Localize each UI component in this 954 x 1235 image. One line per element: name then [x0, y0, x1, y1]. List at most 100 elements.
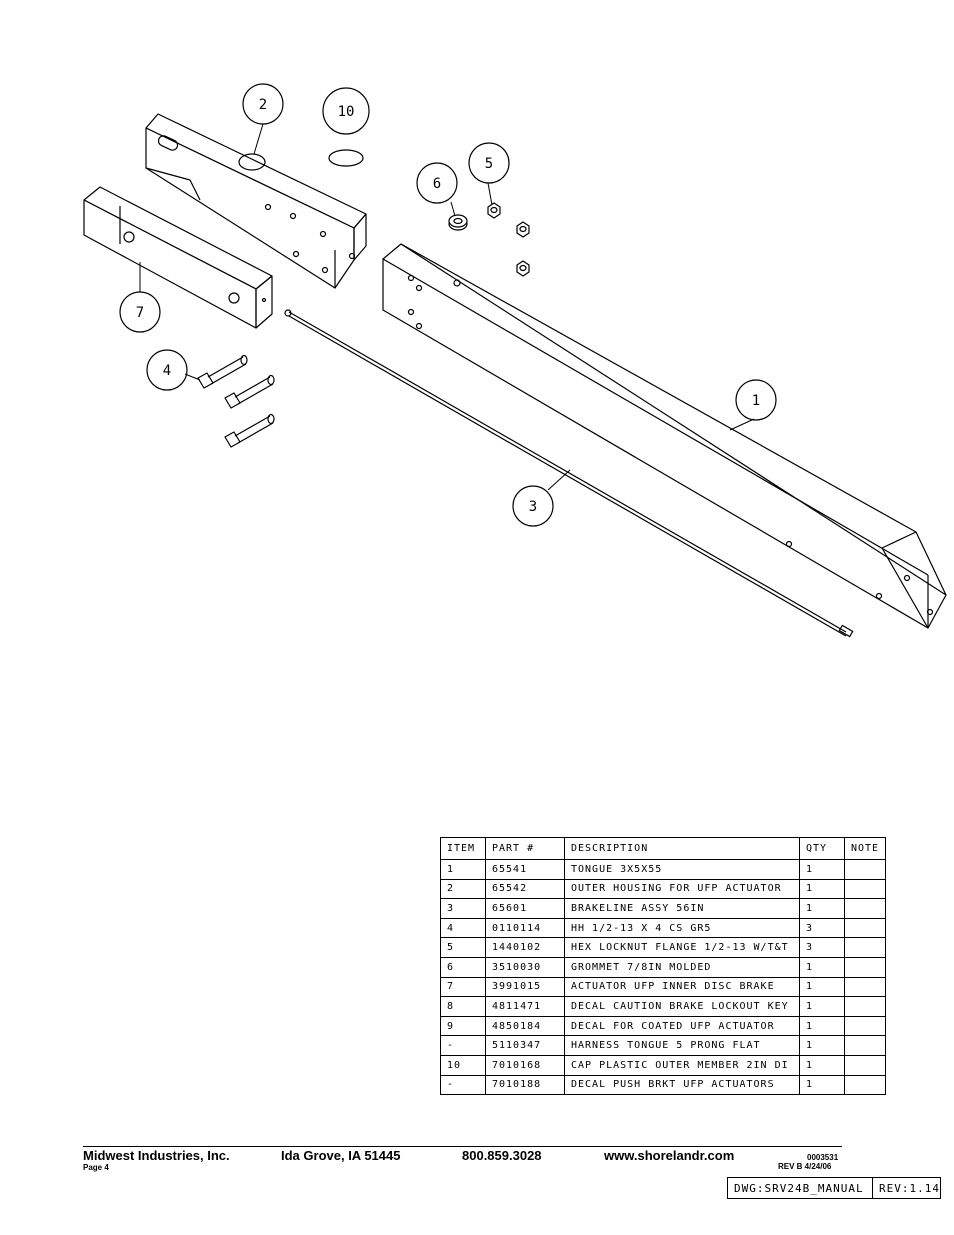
cell-item: 5: [440, 937, 486, 958]
actuator-inner-part: [83, 186, 273, 329]
cell-item: 8: [440, 996, 486, 1017]
footer-phone: 800.859.3028: [462, 1148, 542, 1163]
cell-part: 7010188: [485, 1074, 565, 1096]
cell-description: ACTUATOR UFP INNER DISC BRAKE: [564, 976, 800, 998]
callout-7: [119, 291, 161, 333]
callout-10: [322, 87, 370, 135]
cell-qty: 1: [799, 878, 845, 900]
callout-label: 7: [136, 305, 144, 321]
drawing-revision: REV:1.14: [879, 1181, 940, 1195]
cell-note: [843, 898, 887, 919]
cell-note: [843, 1054, 887, 1076]
grommet-part: [448, 214, 468, 231]
cell-description: TONGUE 3X5X55: [564, 859, 800, 880]
cell-part: 65601: [485, 898, 565, 919]
footer-website: www.shorelandr.com: [604, 1148, 735, 1163]
callout-2: [242, 83, 284, 125]
callout-5: [468, 142, 510, 184]
cell-description: OUTER HOUSING FOR UFP ACTUATOR: [564, 878, 800, 900]
cell-part: 1440102: [485, 937, 565, 958]
cell-note: [843, 937, 887, 958]
footer-page-number: Page 4: [83, 1163, 109, 1172]
cell-item: -: [440, 1035, 486, 1056]
cell-description: HARNESS TONGUE 5 PRONG FLAT: [564, 1035, 800, 1056]
cell-item: 4: [440, 917, 486, 939]
cell-qty: 1: [799, 1015, 845, 1037]
cell-part: 3510030: [485, 956, 565, 978]
drawing-number: DWG:SRV24B_MANUAL: [728, 1178, 874, 1198]
callout-label: 3: [529, 499, 537, 515]
callout-6: [416, 162, 458, 204]
cell-description: CAP PLASTIC OUTER MEMBER 2IN DI: [564, 1054, 800, 1076]
callout-label: 1: [752, 393, 760, 409]
cell-item: 10: [440, 1054, 486, 1076]
cell-part: 3991015: [485, 976, 565, 998]
cell-qty: 3: [799, 937, 845, 958]
header-qty: QTY: [799, 837, 845, 860]
callout-4: [146, 349, 188, 391]
cell-qty: 1: [799, 996, 845, 1017]
footer-doc-number: 0003531: [807, 1153, 839, 1162]
cell-description: DECAL CAUTION BRAKE LOCKOUT KEY: [564, 996, 800, 1017]
cell-note: [843, 1074, 887, 1096]
header-item: ITEM: [440, 837, 486, 860]
cell-item: 9: [440, 1015, 486, 1037]
header-part: PART #: [485, 837, 565, 860]
cell-part: 0110114: [485, 917, 565, 939]
cell-note: [843, 859, 887, 880]
hex-locknuts-part: [487, 202, 530, 277]
callout-leaders: [139, 123, 755, 491]
cell-note: [843, 878, 887, 900]
cell-description: HH 1/2-13 X 4 CS GR5: [564, 917, 800, 939]
callout-1: [735, 379, 777, 421]
footer-rule: [83, 1146, 842, 1147]
cell-part: 5110347: [485, 1035, 565, 1056]
callout-label: 2: [259, 97, 267, 113]
callout-label: 4: [163, 363, 171, 379]
cell-note: [843, 956, 887, 978]
cell-part: 65542: [485, 878, 565, 900]
outer-housing-part: [145, 113, 367, 289]
drawing-title-block: DWG:SRV24B_MANUAL REV:1.14: [727, 1177, 941, 1199]
cell-part: 7010168: [485, 1054, 565, 1076]
cell-part: 4850184: [485, 1015, 565, 1037]
cell-qty: 1: [799, 1035, 845, 1056]
cell-description: HEX LOCKNUT FLANGE 1/2-13 W/T&T: [564, 937, 800, 958]
header-note: NOTE: [843, 837, 887, 860]
callout-label: 10: [338, 104, 355, 120]
cell-item: 1: [440, 859, 486, 880]
cell-part: 65541: [485, 859, 565, 880]
callout-balloons: [119, 83, 777, 527]
cell-qty: 3: [799, 917, 845, 939]
cell-qty: 1: [799, 976, 845, 998]
header-description: DESCRIPTION: [564, 837, 800, 860]
cell-description: BRAKELINE ASSY 56IN: [564, 898, 800, 919]
cell-item: 7: [440, 976, 486, 998]
cell-note: [843, 996, 887, 1017]
cap-part: [328, 149, 364, 167]
bolts-part: [197, 354, 275, 448]
cell-item: 6: [440, 956, 486, 978]
tongue-part: [382, 243, 947, 629]
table-header-row: ITEM PART # DESCRIPTION QTY NOTE: [440, 837, 887, 860]
callout-label: 6: [433, 176, 441, 192]
cell-qty: 1: [799, 898, 845, 919]
cell-description: GROMMET 7/8IN MOLDED: [564, 956, 800, 978]
cell-qty: 1: [799, 956, 845, 978]
callout-label: 5: [485, 156, 493, 172]
cell-note: [843, 917, 887, 939]
callout-3: [512, 485, 554, 527]
